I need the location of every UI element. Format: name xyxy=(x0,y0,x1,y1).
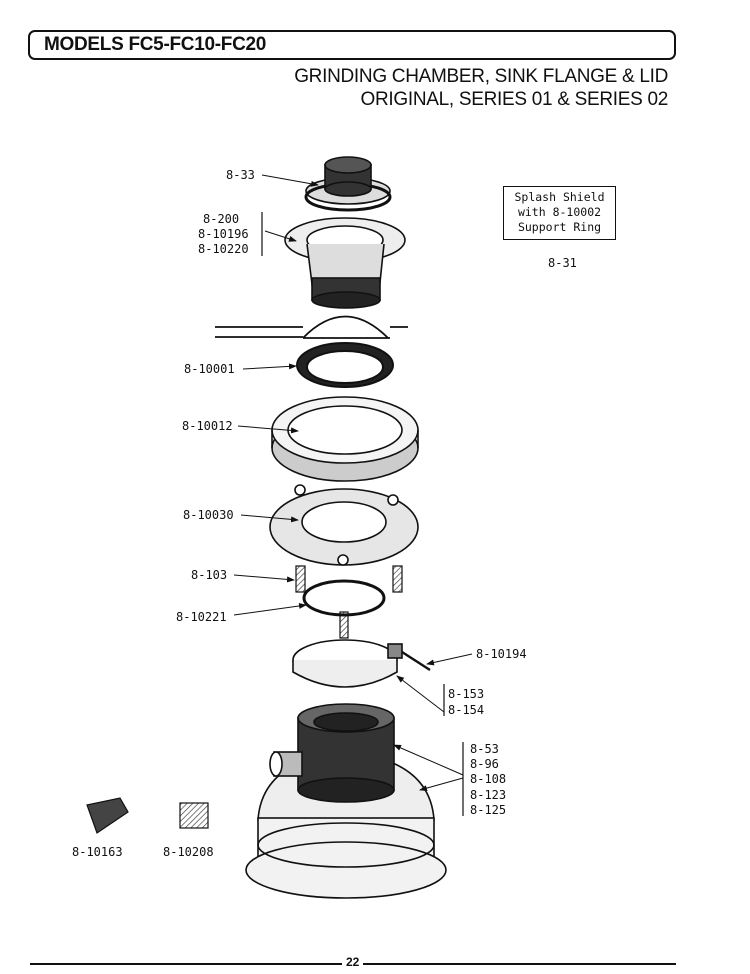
splash-shield-line-3: Support Ring xyxy=(517,220,602,234)
part-label-8-10208: 8-10208 xyxy=(163,845,214,859)
mounting-plate xyxy=(269,484,419,566)
subtitle-line-2: ORIGINAL, SERIES 01 & SERIES 02 xyxy=(360,89,669,110)
splash-shield-line-2: with 8-10002 xyxy=(517,205,602,219)
stopper-lid xyxy=(304,156,392,212)
bracket-lines xyxy=(261,212,464,816)
models-title: MODELS FC5-FC10-FC20 xyxy=(44,34,267,55)
splash-shield-line-1: Splash Shield xyxy=(514,190,605,204)
part-label-8-125: 8-125 xyxy=(470,803,507,817)
leader-lines xyxy=(233,174,473,792)
page-number: 22 xyxy=(342,955,364,969)
part-label-8-31: 8-31 xyxy=(548,256,577,270)
part-label-8-200: 8-200 xyxy=(203,212,240,226)
part-label-8-10221: 8-10221 xyxy=(176,610,227,624)
fitting-8-10208 xyxy=(179,802,209,829)
part-label-8-10194: 8-10194 xyxy=(476,647,527,661)
part-label-8-10030: 8-10030 xyxy=(183,508,234,522)
splash-shield-note: Splash Shield with 8-10002 Support Ring xyxy=(503,186,616,240)
part-label-8-10196: 8-10196 xyxy=(198,227,249,241)
part-label-8-103: 8-103 xyxy=(191,568,228,582)
part-label-8-10001: 8-10001 xyxy=(184,362,235,376)
part-label-8-10012: 8-10012 xyxy=(182,419,233,433)
part-label-8-10220: 8-10220 xyxy=(198,242,249,256)
part-label-8-33: 8-33 xyxy=(226,168,255,182)
clamp-ring xyxy=(292,639,431,688)
subtitle-line-1: GRINDING CHAMBER, SINK FLANGE & LID xyxy=(294,66,668,87)
part-label-8-154: 8-154 xyxy=(448,703,485,717)
fitting-8-10163 xyxy=(86,797,129,834)
part-label-8-123: 8-123 xyxy=(470,788,507,802)
screws xyxy=(295,565,403,639)
part-label-8-108: 8-108 xyxy=(470,772,507,786)
mounting-ring xyxy=(271,396,419,482)
sink-outline xyxy=(215,315,408,339)
part-label-8-96: 8-96 xyxy=(470,757,499,771)
part-label-8-153: 8-153 xyxy=(448,687,485,701)
part-label-8-53: 8-53 xyxy=(470,742,499,756)
part-label-8-10163: 8-10163 xyxy=(72,845,123,859)
support-ring xyxy=(296,342,394,388)
models-header-box: MODELS FC5-FC10-FC20 xyxy=(28,30,676,60)
snap-ring xyxy=(302,579,386,617)
sink-flange xyxy=(284,217,406,309)
grinder-body xyxy=(245,703,447,899)
